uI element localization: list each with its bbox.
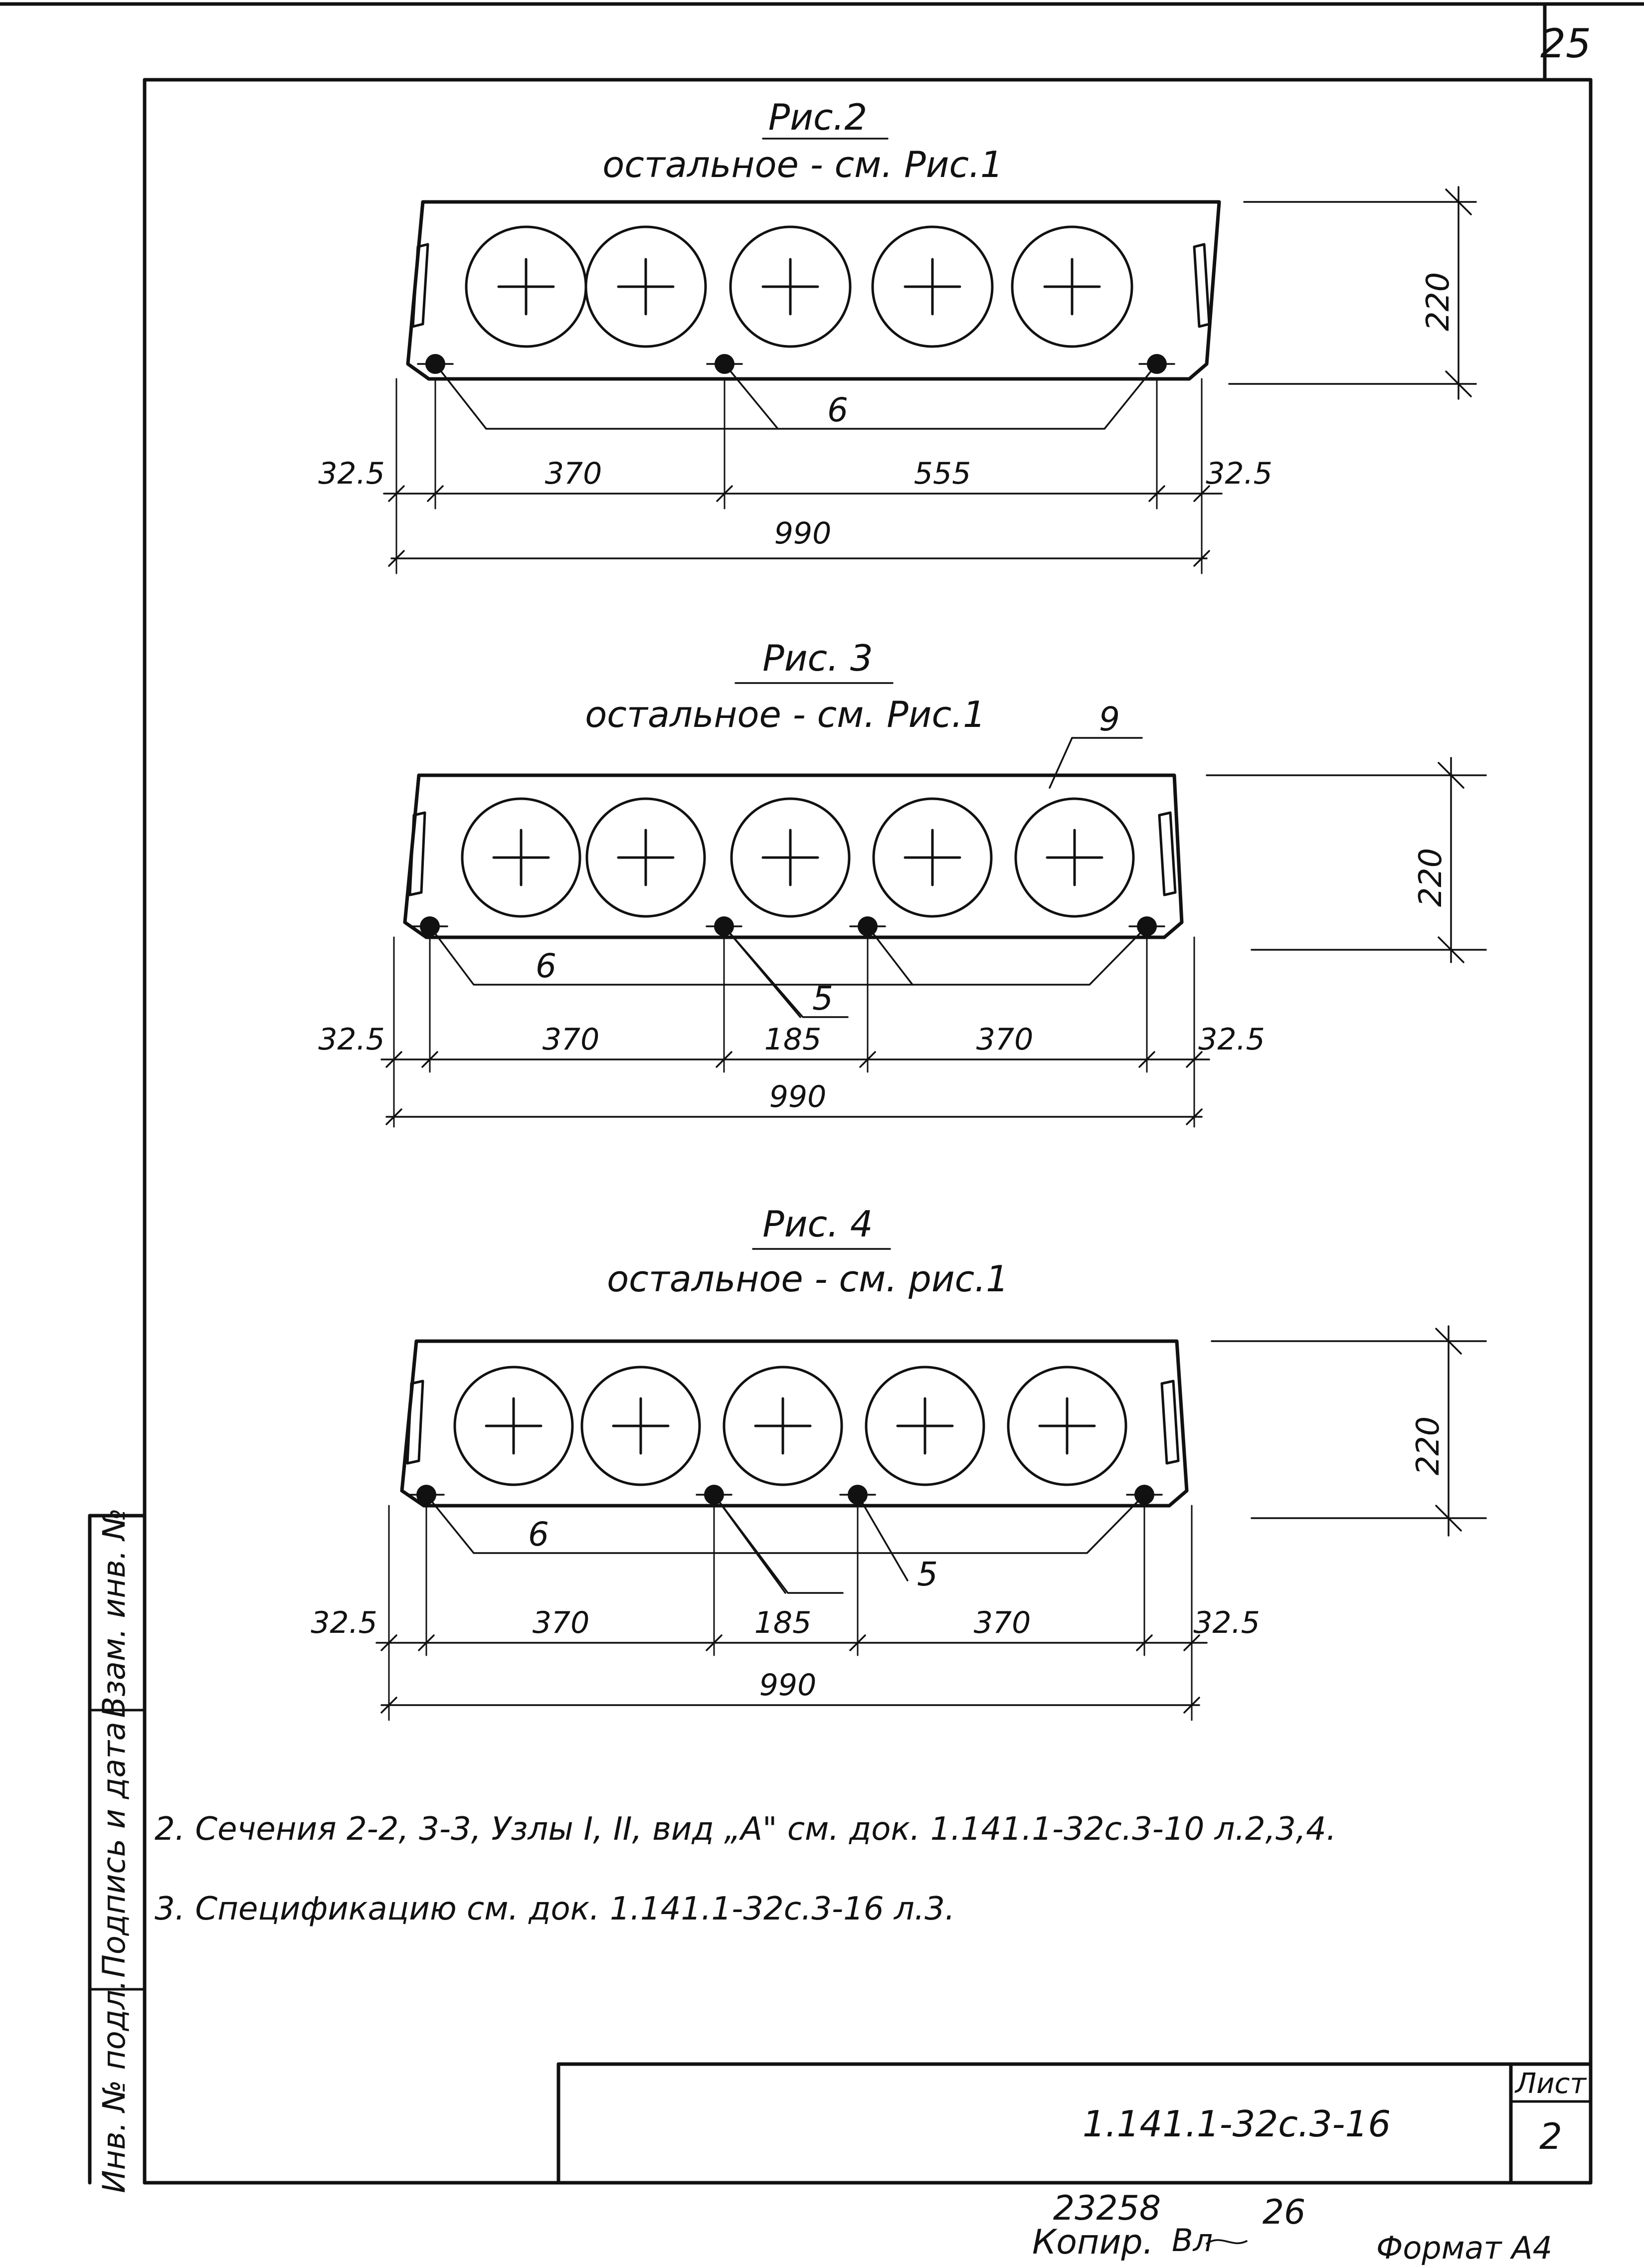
side-stamp [88, 1514, 147, 2185]
figure-4-dim-seg-2: 185 [754, 1605, 812, 1640]
figure-3: Рис. 3 остальное - см. Рис.1 9 [318, 637, 1487, 1128]
figure-4-dim-left: 32.5 [311, 1605, 377, 1640]
note-2: 2. Сечения 2-2, 3-3, Узлы I, II, вид „А"… [155, 1811, 1336, 1848]
figure-3-dim-seg-1: 370 [543, 1022, 600, 1057]
sheet-number-top: 25 [1540, 20, 1591, 67]
stamp-podpis-data: Подпись и дата [96, 1722, 132, 1978]
figure-3-dim-total: 990 [769, 1079, 827, 1114]
figure-2-dim-seg-2: 555 [914, 456, 971, 491]
page-frame [0, 2, 1644, 2185]
slab-3-voids [461, 797, 1135, 918]
figure-2-dim-right: 32.5 [1206, 456, 1273, 491]
figure-3-height-dim: 220 [1412, 848, 1449, 907]
slab-2-rebars [417, 354, 1175, 374]
figure-3-label-5: 5 [812, 979, 833, 1018]
slab-4-voids [453, 1366, 1127, 1486]
footer-page-number: 26 [1263, 2193, 1306, 2232]
figure-4-label-5: 5 [917, 1555, 938, 1593]
figure-3-label-9: 9 [1099, 700, 1120, 738]
figure-2: Рис.2 остальное - см. Рис.1 [318, 96, 1477, 574]
figure-2-subtitle: остальное - см. Рис.1 [602, 144, 1003, 185]
slab-4-outline [400, 1339, 1189, 1508]
copier-signature [1206, 2239, 1248, 2245]
footer-format: Формат А4 [1376, 2230, 1552, 2266]
figure-4-title: Рис. 4 [762, 1203, 873, 1245]
slab-2-outline [406, 200, 1221, 381]
slab-3-outline [403, 773, 1184, 939]
footer-copied-label: Копир. [1032, 2223, 1153, 2262]
figure-4-dim-seg-3: 370 [974, 1605, 1031, 1640]
title-block [556, 2062, 1593, 2185]
figure-4-dim-total: 990 [759, 1668, 817, 1703]
stamp-vzam-inv: Взам. инв. № [96, 1508, 132, 1718]
figure-4-dim-right: 32.5 [1193, 1605, 1260, 1640]
stamp-inv-podl: Инв. № подл. [96, 1980, 132, 2193]
slab-2-voids [465, 225, 1133, 348]
figure-2-label-6: 6 [827, 391, 848, 429]
figure-4-subtitle: остальное - см. рис.1 [607, 1258, 1009, 1300]
figure-3-dim-right: 32.5 [1198, 1022, 1265, 1057]
figure-3-subtitle: остальное - см. Рис.1 [585, 694, 986, 735]
slab-4-rebars [408, 1485, 1163, 1505]
figure-2-dim-seg-1: 370 [545, 456, 602, 491]
figure-3-dim-left: 32.5 [318, 1022, 385, 1057]
figure-2-dim-left: 32.5 [318, 456, 385, 491]
title-block-designation: 1.141.1-32с.3-16 [1083, 2103, 1391, 2145]
figure-3-dim-seg-3: 370 [976, 1022, 1034, 1057]
figure-3-dim-seg-2: 185 [764, 1022, 822, 1057]
title-block-sheet-value: 2 [1539, 2115, 1562, 2157]
figure-4-label-6: 6 [528, 1515, 549, 1554]
footer-copier-initials: Вл [1172, 2222, 1213, 2259]
figure-2-height-dim: 220 [1420, 272, 1456, 331]
figure-4-dim-seg-1: 370 [533, 1605, 590, 1640]
figure-2-title: Рис.2 [768, 96, 868, 138]
figure-3-label-6: 6 [536, 947, 556, 985]
figure-2-dim-total: 990 [774, 516, 832, 551]
figure-4: Рис. 4 остальное - см. рис.1 [311, 1203, 1487, 1721]
note-3: 3. Спецификацию см. док. 1.141.1-32с.3-1… [155, 1891, 955, 1927]
figure-4-height-dim: 220 [1410, 1416, 1446, 1475]
slab-3-rebars [411, 916, 1165, 936]
footer-order-number: 23258 [1053, 2189, 1161, 2228]
title-block-sheet-label: Лист [1514, 2068, 1587, 2100]
figure-3-title: Рис. 3 [762, 637, 873, 679]
